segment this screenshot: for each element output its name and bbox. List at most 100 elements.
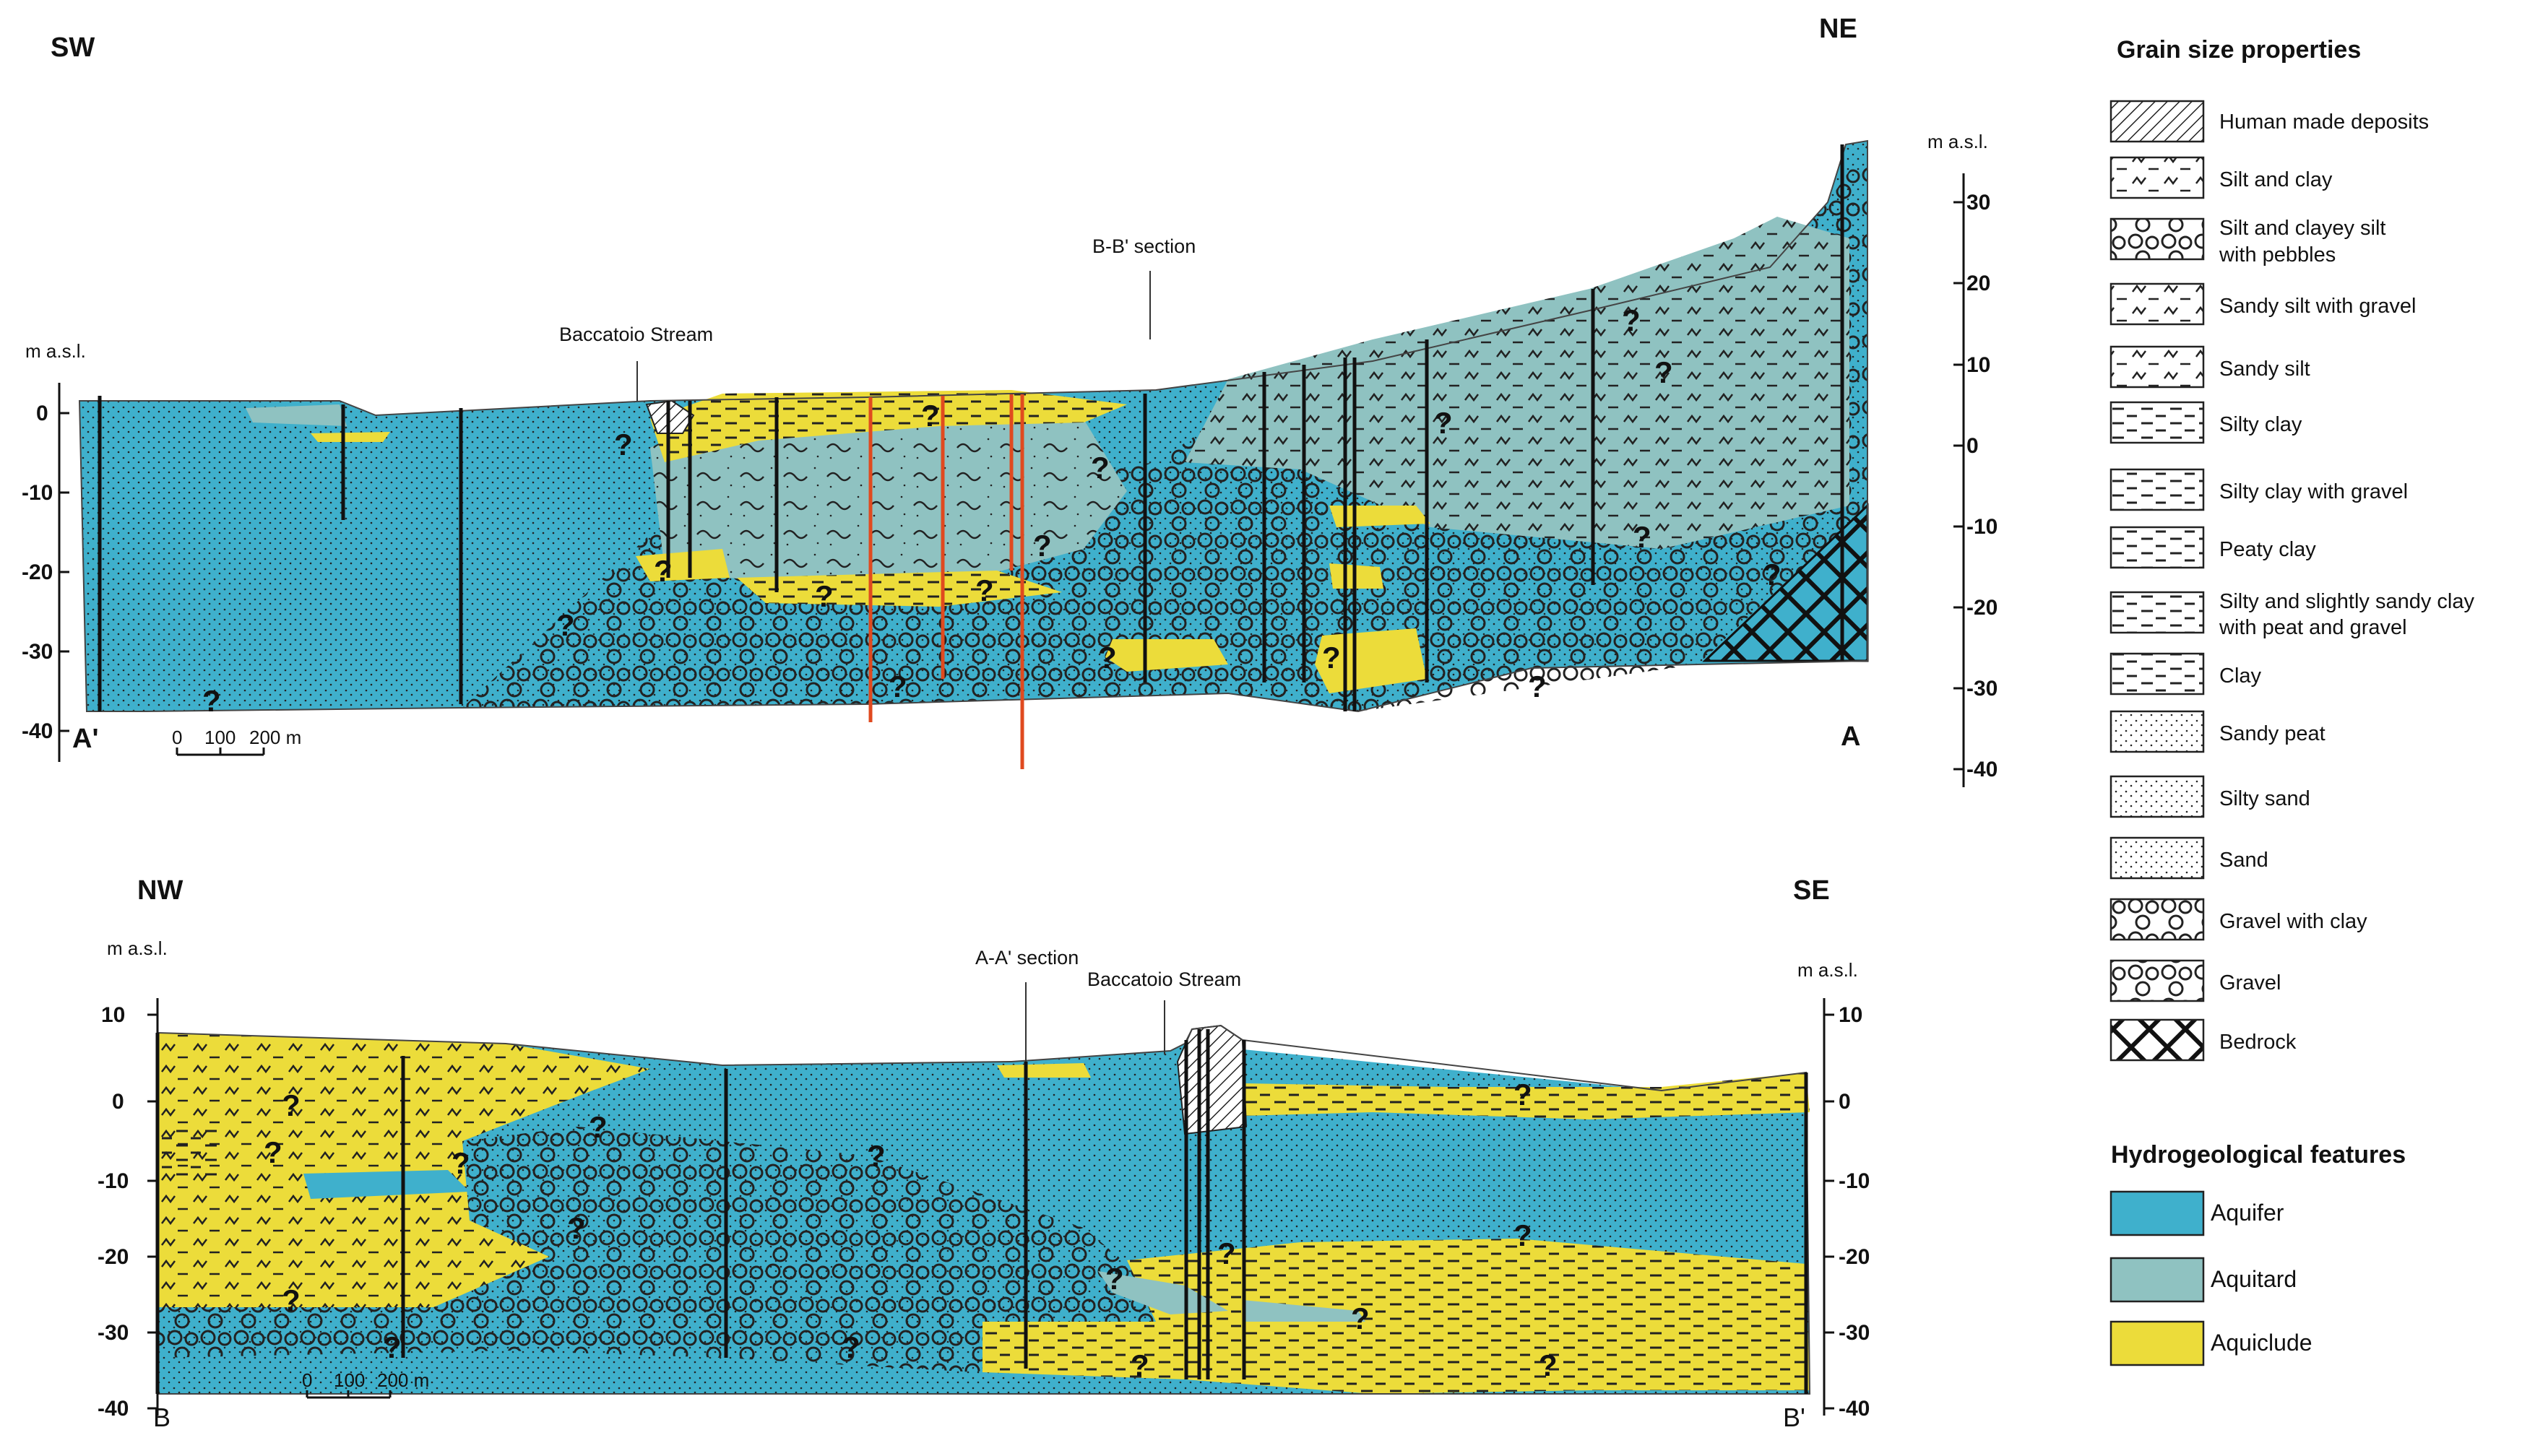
uncertainty-marks-b: ? ? ? ? ? ? ? ? ? ? ? ? ? ? ? ?	[264, 1078, 1558, 1382]
legend-hydro-item: Aquifer	[2211, 1200, 2284, 1226]
svg-text:?: ?	[556, 608, 575, 642]
svg-text:?: ?	[975, 573, 994, 607]
right-tick-a: -10	[1966, 515, 1998, 539]
legend-aquifer-swatch	[2109, 1190, 2205, 1236]
legend-item: with peat and gravel	[2219, 616, 2407, 639]
axis-unit-right-b: m a.s.l.	[1797, 959, 1858, 981]
svg-text:?: ?	[1654, 355, 1673, 389]
right-tick-b: 0	[1839, 1090, 1851, 1114]
left-tick-a: -40	[22, 719, 53, 743]
axis-unit-left-b: m a.s.l.	[107, 937, 168, 959]
left-axis-b	[147, 998, 159, 1416]
uncertainty-marks-a: ? ? ? ? ? ? ? ? ? ? ? ? ? ? ? ? ? ?	[202, 303, 1782, 718]
legend-item: Silty and slightly sandy clay	[2219, 590, 2474, 613]
legend-item: with pebbles	[2219, 243, 2336, 266]
boreholes-a	[98, 144, 1844, 711]
right-axis-b	[1823, 998, 1834, 1416]
svg-text:?: ?	[1105, 1262, 1124, 1296]
legend-item: Peaty clay	[2219, 538, 2316, 561]
svg-text:?: ?	[1513, 1078, 1532, 1112]
svg-text:?: ?	[589, 1110, 608, 1144]
section-b: NW SE m a.s.l. m a.s.l. B B' A-A' sectio…	[98, 875, 1870, 1432]
right-tick-a: -30	[1966, 677, 1998, 701]
left-tick-b: 0	[112, 1090, 124, 1114]
left-tick-a: -20	[22, 560, 53, 584]
right-tick-a: 30	[1966, 191, 1990, 214]
right-axis-a	[1953, 173, 1965, 787]
legend-item: Gravel with clay	[2219, 910, 2367, 933]
svg-text:?: ?	[1513, 1218, 1532, 1252]
left-tick-b: 10	[101, 1003, 125, 1027]
legend-item: Silt and clayey silt	[2219, 217, 2386, 240]
svg-text:?: ?	[1098, 641, 1117, 675]
scale-200-a: 200 m	[249, 727, 301, 748]
svg-text:?: ?	[452, 1146, 470, 1180]
left-tick-a: 0	[36, 402, 48, 425]
svg-text:?: ?	[264, 1135, 282, 1169]
right-tick-a: 0	[1966, 434, 1979, 458]
direction-se: SE	[1793, 875, 1830, 906]
legend-grain-title: Grain size properties	[2117, 36, 2361, 64]
svg-text:?: ?	[889, 670, 907, 703]
legend-swatches	[2109, 100, 2205, 1062]
direction-nw: NW	[137, 875, 183, 906]
svg-text:?: ?	[1217, 1236, 1236, 1270]
legend-item: Gravel	[2219, 971, 2281, 994]
right-tick-b: -40	[1839, 1397, 1870, 1421]
right-tick-a: 20	[1966, 272, 1990, 295]
end-label-b: B'	[1783, 1403, 1805, 1432]
stream-label-a: Baccatoio Stream	[559, 324, 713, 345]
legend-item: Clay	[2219, 664, 2262, 688]
svg-text:?: ?	[921, 399, 940, 433]
scale-0-b: 0	[302, 1369, 312, 1391]
right-tick-b: -30	[1839, 1321, 1870, 1345]
direction-ne: NE	[1819, 14, 1857, 44]
stream-label-b: Baccatoio Stream	[1087, 968, 1241, 990]
svg-text:?: ?	[1539, 1348, 1558, 1382]
direction-sw: SW	[51, 32, 95, 63]
left-tick-b: -20	[98, 1245, 129, 1269]
legend-hydro-title: Hydrogeological features	[2111, 1141, 2406, 1169]
legend-item: Sandy silt	[2219, 358, 2310, 381]
start-label-b: B	[153, 1403, 170, 1432]
svg-text:?: ?	[1622, 303, 1641, 337]
right-tick-b: -20	[1839, 1245, 1870, 1269]
right-tick-a: -40	[1966, 758, 1998, 781]
left-tick-a: -30	[22, 640, 53, 664]
svg-text:?: ?	[1633, 520, 1651, 554]
svg-text:?: ?	[1322, 641, 1341, 675]
left-tick-b: -30	[98, 1321, 129, 1345]
svg-text:?: ?	[1131, 1348, 1149, 1382]
section-label-a: B-B' section	[1092, 235, 1196, 257]
axis-unit-left-a: m a.s.l.	[25, 340, 86, 362]
svg-text:?: ?	[1091, 451, 1110, 485]
red-boreholes-a	[868, 394, 1024, 769]
legend-hydro-item: Aquitard	[2211, 1266, 2297, 1292]
left-tick-b: -10	[98, 1169, 129, 1193]
section-a: SW NE m a.s.l. m a.s.l. A' A Baccatoio S…	[22, 14, 1998, 787]
scale-200-b: 200 m	[377, 1369, 429, 1391]
legend-item: Silty clay with gravel	[2219, 480, 2408, 503]
svg-text:?: ?	[282, 1088, 301, 1122]
left-tick-a: -10	[22, 481, 53, 505]
right-tick-a: 10	[1966, 353, 1990, 377]
legend: Grain size properties Human made deposit…	[2109, 36, 2474, 1366]
svg-text:?: ?	[282, 1283, 301, 1317]
svg-text:?: ?	[1033, 529, 1052, 563]
scale-bar-a	[176, 748, 265, 756]
svg-text:?: ?	[1351, 1301, 1370, 1335]
end-label-a: A	[1841, 722, 1860, 752]
legend-item: Sandy silt with gravel	[2219, 295, 2416, 318]
svg-text:?: ?	[867, 1139, 886, 1173]
right-tick-a: -20	[1966, 596, 1998, 620]
section-label-b: A-A' section	[975, 947, 1079, 968]
svg-text:?: ?	[1763, 558, 1782, 592]
legend-hydro-item: Aquiclude	[2211, 1330, 2312, 1356]
start-label-a: A'	[72, 724, 98, 754]
legend-item: Sand	[2219, 849, 2268, 872]
svg-text:?: ?	[654, 554, 673, 588]
aquifer-gravel-b	[157, 1127, 1185, 1372]
svg-text:?: ?	[1528, 670, 1547, 703]
scale-0-a: 0	[172, 727, 182, 748]
